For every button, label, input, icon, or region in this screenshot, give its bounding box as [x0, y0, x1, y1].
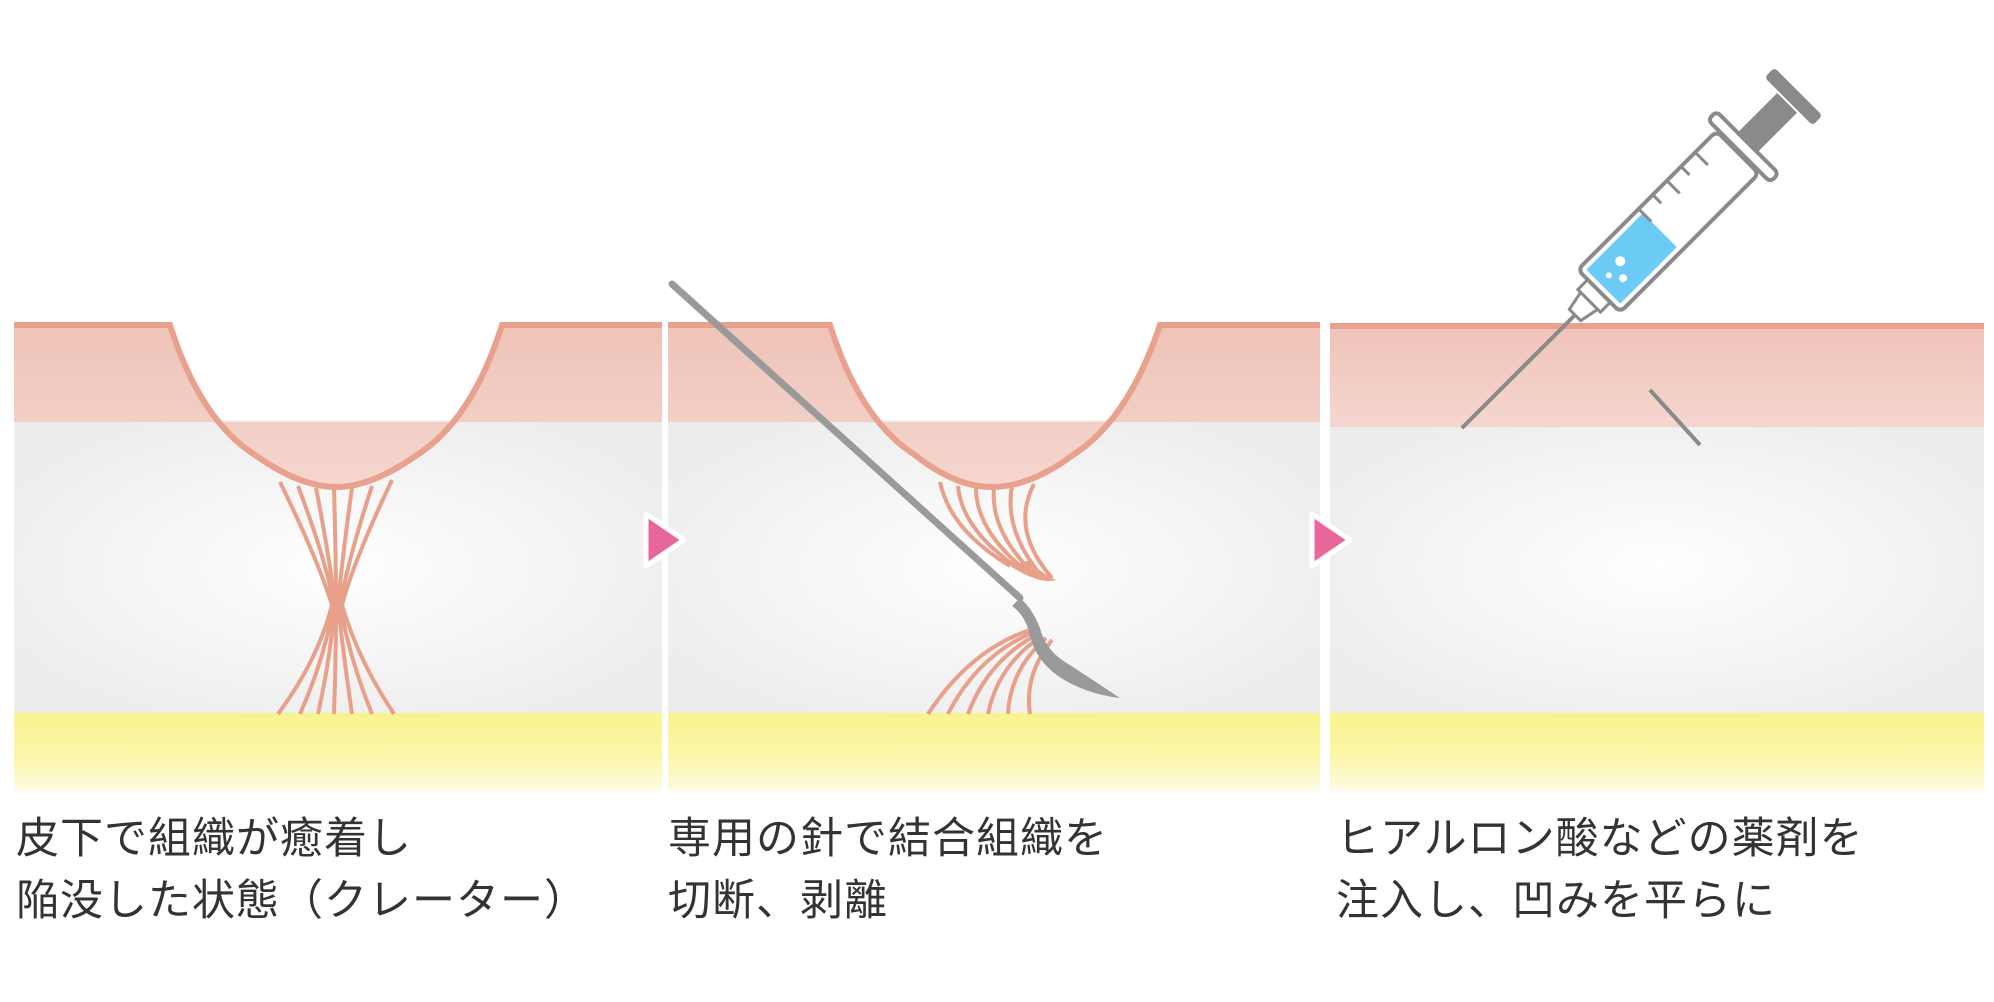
panel-injection	[1330, 69, 1984, 791]
caption-line: 皮下で組織が癒着し	[16, 814, 412, 864]
fat-layer	[668, 713, 1320, 791]
skin-surface-crater	[14, 322, 662, 491]
caption-line: ヒアルロン酸などの薬剤を	[1336, 814, 1864, 864]
caption-line: 切断、剥離	[668, 876, 888, 926]
dermis-layer	[14, 325, 662, 487]
dermis-layer	[1330, 325, 1984, 427]
panel-divider	[662, 322, 668, 794]
play-triangle-icon	[643, 511, 687, 569]
caption-injection: ヒアルロン酸などの薬剤を 注入し、凹みを平らに	[1336, 808, 1864, 932]
panel-before	[14, 322, 662, 791]
subcutis-layer	[1330, 420, 1984, 715]
fiber-tip	[1010, 560, 1056, 582]
cut-fibers-lower	[926, 628, 1054, 716]
dermis-layer	[668, 325, 1320, 487]
adhesion-fibers	[276, 479, 396, 716]
needle-tip	[1648, 388, 1702, 447]
skin-surface-crater	[668, 322, 1320, 491]
caption-line: 注入し、凹みを平らに	[1336, 876, 1776, 926]
fat-layer	[1330, 713, 1984, 791]
caption-before: 皮下で組織が癒着し 陥没した状態（クレーター）	[16, 808, 588, 932]
syringe-icon	[1460, 69, 1821, 430]
caption-line: 専用の針で結合組織を	[668, 814, 1108, 864]
caption-subcision: 専用の針で結合組織を 切断、剥離	[668, 808, 1108, 932]
subcision-needle-icon	[668, 280, 1120, 698]
caption-line: 陥没した状態（クレーター）	[16, 876, 588, 926]
fat-layer	[14, 713, 662, 791]
panel-subcision	[668, 280, 1320, 791]
play-triangle-icon	[1309, 511, 1353, 569]
